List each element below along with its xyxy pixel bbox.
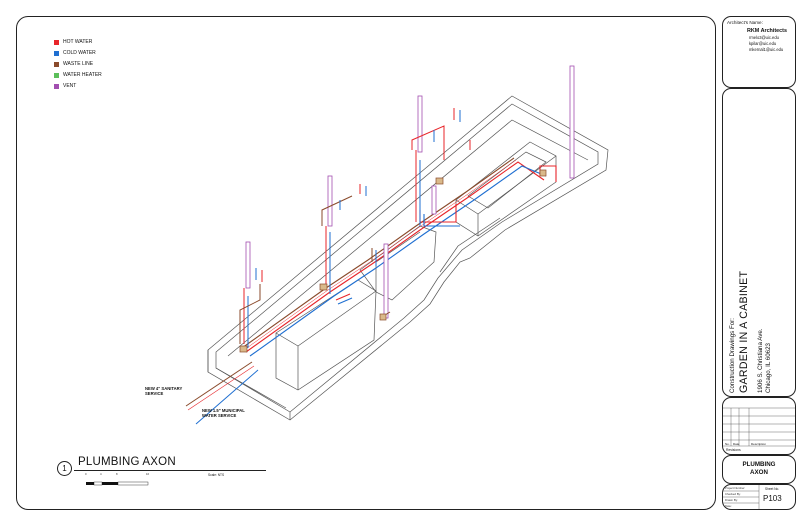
inner-footprint <box>215 103 599 413</box>
legend-label: VENT <box>63 83 77 89</box>
legend-swatch-cold <box>54 51 59 56</box>
revisions-grid <box>723 407 795 447</box>
title-block-sheet-title: PLUMBING AXON <box>722 455 796 484</box>
cold-water-run <box>249 165 547 357</box>
sanitary-service-line-2 <box>187 365 255 411</box>
rev-header: Description <box>751 442 767 446</box>
hot-mark <box>335 293 351 301</box>
legend-label: WATER HEATER <box>63 72 102 78</box>
revisions-label: Revisions <box>726 448 741 452</box>
water-service-line <box>195 369 259 425</box>
callout-line: NEW 4" SANITARY <box>145 386 183 391</box>
project-info-rotated: Construction Drawings For: GARDEN IN A C… <box>727 93 793 393</box>
legend-label: WASTE LINE <box>63 61 94 67</box>
scale-tick: 0 <box>85 472 87 476</box>
sheet-title-line: PLUMBING <box>742 461 776 468</box>
sheet-number-label: Sheet No. <box>765 487 780 491</box>
hot-water-run-2 <box>243 159 517 351</box>
sheet-fields-grid <box>723 485 760 509</box>
drawing-number: 1 <box>57 461 72 476</box>
field-label: Checked By: <box>725 492 741 496</box>
field-label: Drawn By: <box>725 498 738 502</box>
scale-tick: 4 <box>100 472 102 476</box>
legend-swatch-hot <box>54 40 59 45</box>
architect-email: kpilar@uic.edu <box>749 41 777 46</box>
cold-mark <box>337 297 353 305</box>
project-name: GARDEN IN A CABINET <box>738 270 750 393</box>
architect-label: Architect's Name: <box>727 20 763 25</box>
water-service-callout: NEW 1.5" MUNICIPAL WATER SERVICE <box>202 408 245 418</box>
title-block-revisions: No. Date Description Revisions <box>722 397 796 455</box>
service-lines <box>185 361 259 425</box>
drawing-title: PLUMBING AXON <box>78 456 176 468</box>
lower-planter <box>275 279 377 391</box>
title-block-sheet-number: Project Number: Checked By: Drawn By: Da… <box>722 484 796 510</box>
project-address-line: Chicago, IL 60623 <box>765 343 772 393</box>
legend-label: COLD WATER <box>63 50 96 56</box>
scale-note: Scale: NTS <box>208 473 225 477</box>
drawing-title-underline <box>74 470 266 471</box>
architect-email: rmelo3@uic.edu <box>749 35 779 40</box>
drawing-border <box>16 16 716 510</box>
field-label: Date: <box>725 504 732 508</box>
legend-label: HOT WATER <box>63 39 93 45</box>
scale-tick: 8 <box>116 472 118 476</box>
legend-swatch-waste <box>54 62 59 67</box>
rev-header: Date <box>733 442 740 446</box>
sanitary-service-callout: NEW 4" SANITARY SERVICE <box>145 386 182 396</box>
sheet-number: P103 <box>763 494 782 503</box>
architect-firm: RKM Architects <box>747 28 787 34</box>
rev-header: No. <box>725 442 730 446</box>
scale-tick: 16 <box>146 472 150 476</box>
pipe-runs <box>241 157 557 357</box>
callout-line: SERVICE <box>145 391 164 396</box>
title-block-project: Construction Drawings For: GARDEN IN A C… <box>722 88 796 397</box>
architect-email: mkernal1@uic.edu <box>749 47 784 52</box>
project-address-line: 1906 S. Christiana Ave. <box>757 328 764 393</box>
sanitary-service-line <box>185 361 253 407</box>
cold-branch <box>423 214 460 227</box>
legend-swatch-vent <box>54 84 59 89</box>
field-label: Project Number: <box>725 486 746 490</box>
legend-swatch-heater <box>54 73 59 78</box>
construction-drawings-label: Construction Drawings For: <box>729 318 736 393</box>
scale-bar <box>86 481 149 486</box>
sheet-title-line: AXON <box>750 469 768 476</box>
callout-line: NEW 1.5" MUNICIPAL <box>202 408 245 413</box>
title-block-architect: Architect's Name: RKM Architects rmelo3@… <box>722 16 796 88</box>
outer-footprint <box>207 95 609 421</box>
building-outline <box>207 95 609 421</box>
callout-line: WATER SERVICE <box>202 413 237 418</box>
waste-run <box>241 157 515 349</box>
fittings <box>239 169 547 353</box>
